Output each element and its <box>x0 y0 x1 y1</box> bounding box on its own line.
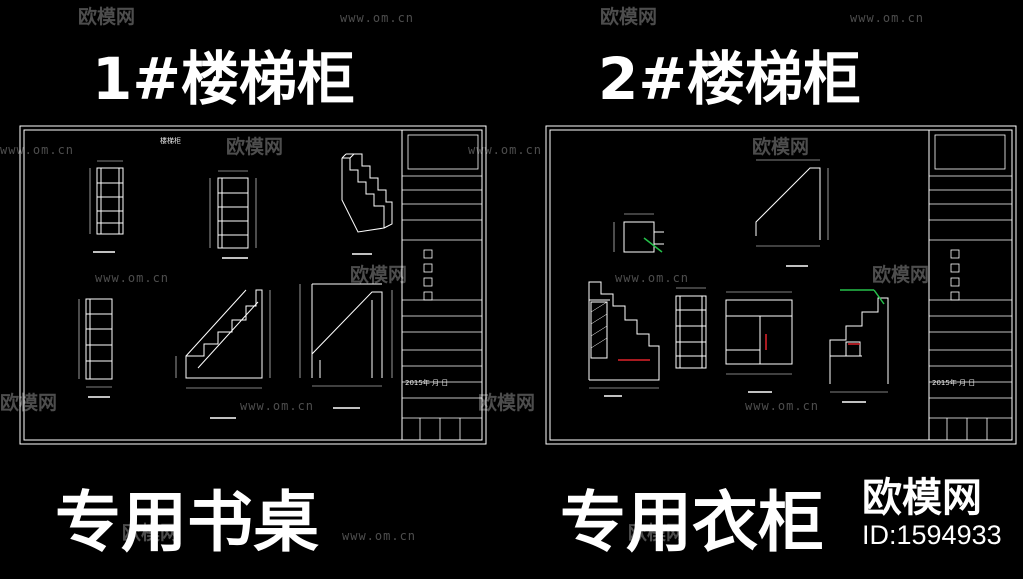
panel-1-subtitle: 专用书桌 <box>55 484 319 561</box>
watermark-logo: 欧模网 <box>478 392 536 414</box>
sheet-1 <box>19 125 487 445</box>
watermark-url: www.om.cn <box>340 11 415 25</box>
watermark-logo: 欧模网 <box>872 264 930 286</box>
watermark-logo: 欧模网 <box>628 522 686 544</box>
panel-2-subtitle: 专用衣柜 <box>560 484 824 561</box>
green-leader-lines <box>643 237 885 305</box>
sheet-2-date: 2015年 月 日 <box>932 379 976 387</box>
watermark-logo: 欧模网 <box>122 522 180 544</box>
watermark-url: www.om.cn <box>342 529 417 543</box>
watermark-url: www.om.cn <box>745 399 820 413</box>
panel-1-title: 1#楼梯柜 <box>92 45 355 113</box>
sheet-1-header: 楼梯柜 <box>160 137 181 145</box>
watermark-url: www.om.cn <box>615 271 690 285</box>
brand-logo-text: 欧模网 <box>862 475 982 521</box>
watermark-url: www.om.cn <box>240 399 315 413</box>
watermark-logo: 欧模网 <box>78 6 136 28</box>
sheet-1-date: 2015年 月 日 <box>405 379 449 387</box>
watermark-url: www.om.cn <box>0 143 75 157</box>
model-id: ID:1594933 <box>862 520 1002 550</box>
watermark-logo: 欧模网 <box>752 136 810 158</box>
watermark-logo: 欧模网 <box>600 6 658 28</box>
watermark-logo: 欧模网 <box>0 392 58 414</box>
red-markers <box>618 334 860 361</box>
watermark-logo: 欧模网 <box>226 136 284 158</box>
sheet-2 <box>545 125 1017 445</box>
panel-2-title: 2#楼梯柜 <box>598 45 861 113</box>
watermark-url: www.om.cn <box>95 271 170 285</box>
watermark-url: www.om.cn <box>850 11 925 25</box>
watermark-logo: 欧模网 <box>350 264 408 286</box>
